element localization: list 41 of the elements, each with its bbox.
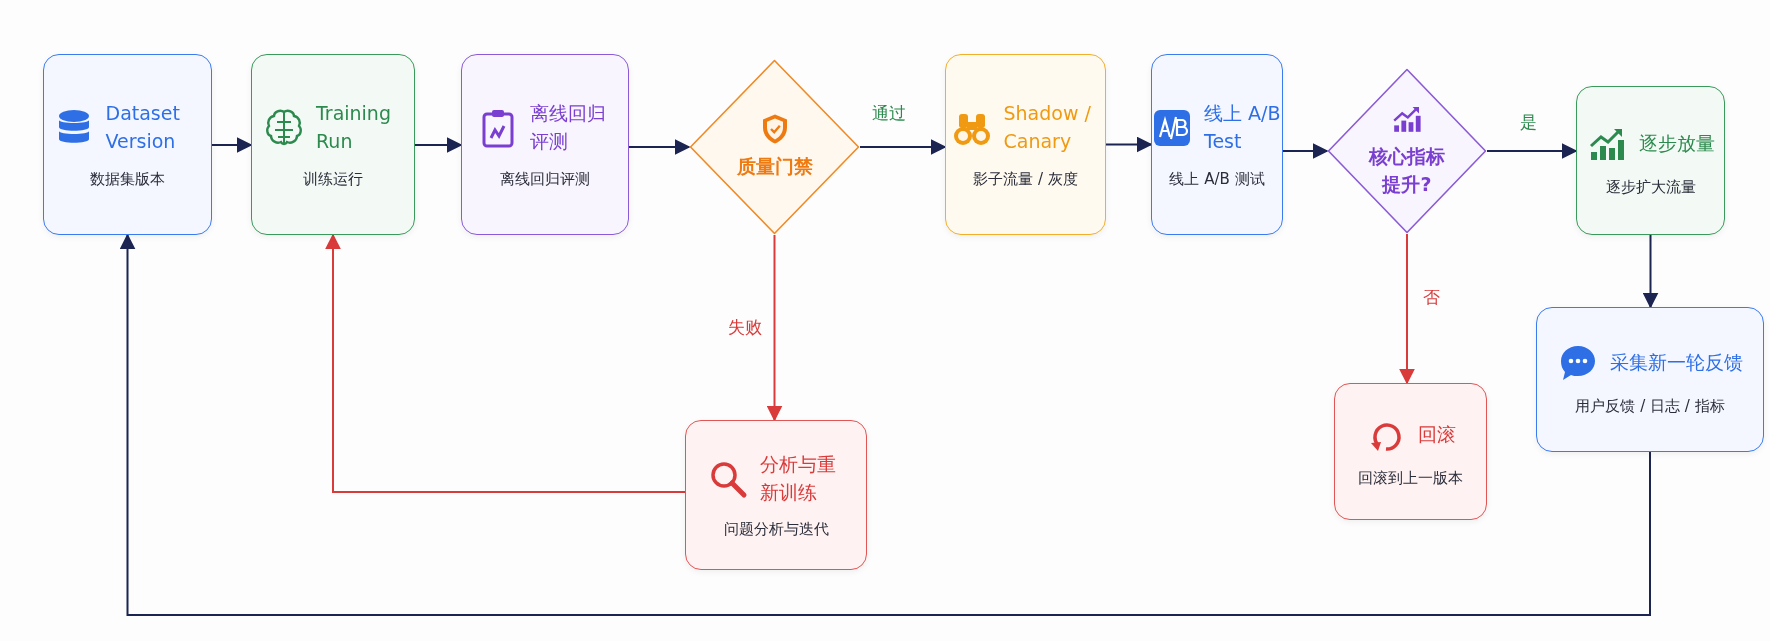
box-subtitle: 影子流量 / 灰度 [973, 169, 1078, 189]
box-subtitle: 离线回归评测 [500, 169, 590, 189]
box-title: 分析与重新训练 [760, 451, 837, 505]
arrow [1642, 234, 1659, 309]
box-title: 线上 A/B Test [1204, 101, 1282, 154]
arrow [1282, 143, 1329, 159]
box-title: 逐步放量 [1638, 131, 1715, 157]
arrow [1486, 143, 1578, 159]
box-title: 离线回归评测 [530, 101, 607, 154]
arrow [325, 233, 686, 493]
arrow [859, 139, 947, 155]
process-box [1536, 307, 1764, 452]
process-box [43, 54, 212, 235]
box-subtitle: 回滚到上一版本 [1358, 469, 1463, 488]
arrow [1399, 233, 1415, 385]
process-box [461, 54, 629, 235]
box-subtitle: 训练运行 [303, 169, 363, 189]
process-box [945, 54, 1106, 235]
arrow [1105, 136, 1153, 153]
box-subtitle: 逐步扩大流量 [1605, 178, 1696, 197]
process-box [251, 54, 415, 235]
box-title: 采集新一轮反馈 [1609, 350, 1743, 376]
box-title: Shadow / Canary [1003, 101, 1092, 154]
box-title: Training Run [316, 101, 392, 154]
process-box [1151, 54, 1283, 235]
arrow [119, 233, 1651, 616]
process-box [685, 420, 867, 570]
box-subtitle: 数据集版本 [90, 169, 165, 189]
arrow [766, 234, 783, 422]
arrow [211, 137, 253, 153]
box-title: 回滚 [1417, 422, 1456, 448]
process-box [1334, 383, 1487, 520]
arrow [628, 139, 691, 155]
box-subtitle: 用户反馈 / 日志 / 指标 [1575, 397, 1725, 416]
diamond-label: 质量门禁 [735, 154, 814, 180]
box-title: Dataset Version [105, 101, 181, 154]
process-box [1576, 86, 1725, 235]
diamond-label: 核心指标提升? [1367, 144, 1446, 197]
box-subtitle: 线上 A/B 测试 [1169, 169, 1265, 189]
arrow [414, 137, 463, 153]
box-subtitle: 问题分析与迭代 [723, 520, 829, 540]
